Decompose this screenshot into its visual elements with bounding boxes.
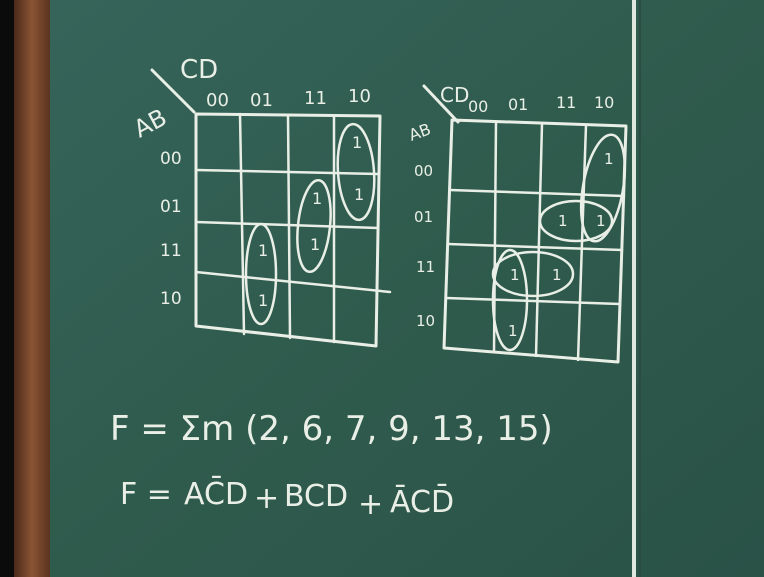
kmap-right-group-loop bbox=[491, 248, 529, 352]
kmap-left: CD AB 00 01 11 10 00 01 11 10 1 1 1 1 bbox=[129, 55, 392, 348]
kmap-right-group-loop bbox=[579, 133, 627, 243]
board-surface bbox=[50, 0, 764, 577]
wooden-frame bbox=[14, 0, 50, 577]
kmap-right-col-label: 10 bbox=[594, 93, 614, 112]
equation-plus: + bbox=[254, 481, 279, 516]
equation-prefix: F = bbox=[120, 477, 172, 512]
kmap-left-row-label: 00 bbox=[160, 149, 182, 169]
kmap-left-group-loop bbox=[336, 122, 376, 222]
kmap-left-col-label: 10 bbox=[348, 86, 371, 107]
kmap-right-col-var: CD bbox=[440, 83, 469, 107]
kmap-left-row-label: 11 bbox=[160, 241, 182, 261]
kmap-left-cell-one: 1 bbox=[258, 291, 268, 310]
kmap-right-col-label: 00 bbox=[468, 97, 488, 116]
kmap-right-cell-one: 1 bbox=[604, 150, 614, 168]
kmap-right-grid-border bbox=[442, 118, 628, 364]
equation-term: BCD bbox=[284, 479, 348, 514]
kmap-right-col-label: 11 bbox=[556, 93, 576, 112]
kmap-left-col-label: 00 bbox=[206, 90, 229, 111]
kmap-right-diagonal bbox=[422, 84, 460, 124]
kmap-right-cell-one: 1 bbox=[508, 322, 518, 340]
kmap-left-col-var: CD bbox=[180, 55, 218, 85]
equations: F = Σm (2, 6, 7, 9, 13, 15) F = AC̄D + B… bbox=[110, 409, 553, 522]
kmap-left-group-loop bbox=[296, 178, 332, 274]
kmap-right-group-loop bbox=[491, 250, 575, 298]
kmap-left-col-label: 11 bbox=[304, 88, 327, 109]
kmap-left-grid-border bbox=[194, 112, 382, 348]
kmap-left-cell-one: 1 bbox=[310, 235, 320, 254]
kmap-right-row-label: 00 bbox=[414, 162, 433, 180]
kmap-right-cell-one: 1 bbox=[552, 266, 562, 284]
kmap-left-col-label: 01 bbox=[250, 90, 273, 111]
kmap-left-cell-one: 1 bbox=[354, 185, 364, 204]
kmap-left-diagonal bbox=[150, 68, 196, 114]
kmap-left-group-loop bbox=[244, 222, 278, 326]
kmap-left-cell-one: 1 bbox=[258, 241, 268, 260]
equation-term: AC̄D bbox=[184, 476, 248, 512]
kmap-right-row-label: 10 bbox=[416, 312, 435, 330]
equation-minterms: F = Σm (2, 6, 7, 9, 13, 15) bbox=[110, 409, 553, 449]
kmap-right-group-loop bbox=[538, 199, 614, 243]
equation-plus: + bbox=[358, 487, 383, 522]
kmap-right-row-label: 01 bbox=[414, 208, 433, 226]
kmap-right-cell-one: 1 bbox=[510, 266, 520, 284]
kmap-right-cell-one: 1 bbox=[558, 212, 568, 230]
kmap-right-row-label: 11 bbox=[416, 258, 435, 276]
kmap-right-cell-one: 1 bbox=[596, 212, 606, 230]
kmap-right-col-label: 01 bbox=[508, 95, 528, 114]
kmap-left-row-label: 01 bbox=[160, 197, 182, 217]
kmap-left-row-label: 10 bbox=[160, 289, 182, 309]
kmap-left-cell-one: 1 bbox=[312, 189, 322, 208]
kmap-left-cell-one: 1 bbox=[352, 133, 362, 152]
kmap-right: CD AB 00 01 11 10 00 01 11 10 1 1 1 1 1 … bbox=[406, 83, 628, 364]
equation-term: ĀCD̄ bbox=[390, 484, 454, 520]
